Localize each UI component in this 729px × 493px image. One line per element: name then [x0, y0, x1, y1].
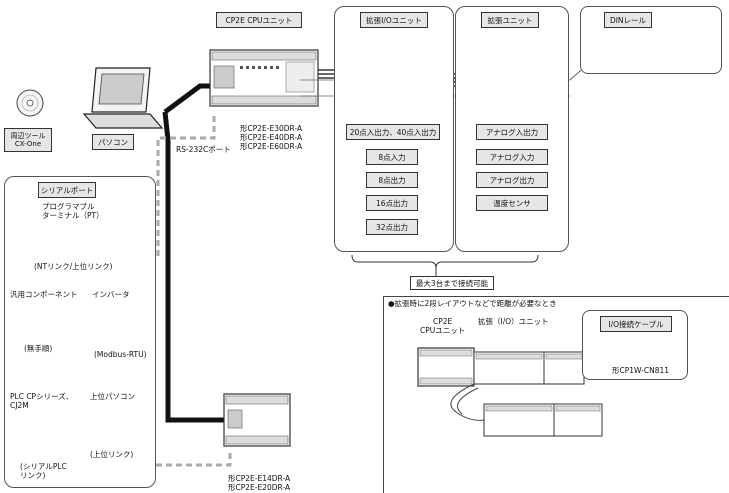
- small-cpu-model: 形CP2E-E20DR-A: [228, 483, 291, 492]
- plc-link-label: (シリアルPLC リンク): [20, 462, 67, 480]
- din-rail-title: DINレール: [604, 12, 652, 28]
- expio-item: 8点入力: [366, 149, 418, 165]
- cpu-model: 形CP2E-E30DR-A: [240, 124, 303, 133]
- two-tier-note: ●拡張時に2段レイアウトなどで距離が必要なとき: [388, 299, 557, 308]
- pc-label: パソコン: [92, 134, 134, 150]
- cpu-unit-drawing: [209, 49, 319, 107]
- plc-label: PLC CPシリーズ、 CJ2M: [10, 392, 74, 410]
- cpu-model: 形CP2E-E40DR-A: [240, 133, 303, 142]
- expio-item: 16点出力: [366, 195, 418, 211]
- cd-drawing: [16, 89, 44, 117]
- pt-label: プログラマブル ターミナル（PT）: [42, 202, 104, 220]
- rs232c-label: RS-232Cポート: [176, 145, 231, 154]
- exp-item: 温度センサ: [476, 195, 548, 211]
- modbus-label: (Modbus-RTU): [94, 350, 147, 359]
- exp-item: アナログ入力: [476, 149, 548, 165]
- two-tier-exp-upper-drawing: [473, 351, 585, 385]
- serial-dashed-link-lower: [156, 452, 232, 467]
- cable-model: 形CP1W-CN811: [612, 366, 670, 375]
- cpu-unit-title: CP2E CPUユニット: [216, 12, 302, 28]
- cpu-model: 形CP2E-E60DR-A: [240, 142, 303, 151]
- no-protocol-label: (無手順): [24, 344, 53, 353]
- exp-item: アナログ入出力: [476, 124, 548, 140]
- inverter-label: インバータ: [92, 290, 130, 299]
- host-pc-label: 上位パソコン: [90, 392, 135, 401]
- expio-item: 20点入出力、40点入出力: [346, 124, 440, 140]
- expio-unit-title: 拡張I/Oユニット: [360, 12, 428, 28]
- small-cpu-drawing: [223, 393, 291, 447]
- exp-unit-title: 拡張ユニット: [481, 12, 539, 28]
- nt-link-label: (NTリンク/上位リンク): [34, 262, 113, 271]
- expio-item: 32点出力: [366, 219, 418, 235]
- laptop-drawing: [82, 67, 164, 129]
- host-link-label: (上位リンク): [90, 450, 134, 459]
- rs232c-cable: [162, 111, 224, 423]
- max-connect-label: 最大3台まで接続可能: [410, 276, 494, 290]
- expio-item: 8点出力: [366, 172, 418, 188]
- two-tier-panel: [383, 296, 729, 493]
- cable-title: I/O接続ケーブル: [600, 316, 672, 332]
- two-tier-cpu-label: CP2E CPUユニット: [420, 317, 466, 335]
- two-tier-exp-label: 拡張（I/O）ユニット: [478, 317, 549, 326]
- cx-one-label: 周辺ツール CX-One: [4, 128, 52, 152]
- serial-port-title: シリアルポート: [38, 182, 96, 198]
- exp-item: アナログ出力: [476, 172, 548, 188]
- pc-cpu-cable: [163, 83, 212, 115]
- small-cpu-model: 形CP2E-E14DR-A: [228, 474, 291, 483]
- serial-port-panel: [4, 176, 156, 488]
- two-tier-cpu-drawing: [417, 347, 475, 387]
- general-component-label: 汎用コンポーネント: [10, 290, 78, 299]
- serial-dashed-link-upper: [150, 112, 216, 260]
